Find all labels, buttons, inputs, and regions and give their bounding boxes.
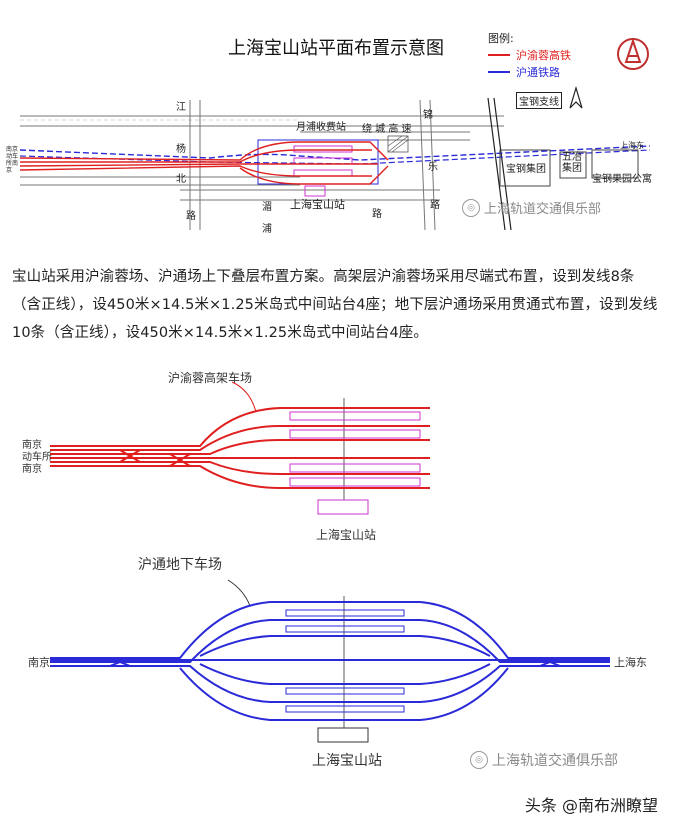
road-jiang-label: 江	[176, 102, 186, 113]
five-metallurgy-label: 五冶集团	[562, 152, 582, 174]
baogang-park-label: 宝钢果园公寓	[592, 174, 652, 185]
watermark-bottom: ◎ 上海轨道交通俱乐部	[470, 750, 618, 770]
railway-logo-icon	[617, 37, 649, 70]
road-yang-label: 杨	[176, 144, 186, 155]
map-station-label: 上海宝山站	[290, 198, 345, 211]
legend-title: 图例:	[488, 32, 514, 45]
legend-label-hyr: 沪渝蓉高铁	[516, 49, 571, 62]
road-lu1-label: 路	[186, 211, 196, 222]
underground-west-label: 南京	[28, 656, 50, 669]
road-lu2-label: 路	[430, 200, 440, 211]
map-title: 上海宝山站平面布置示意图	[228, 38, 444, 59]
source-credit: 头条 @南布洲瞭望	[524, 796, 658, 815]
road-jin-label: 锦	[423, 110, 433, 121]
underground-east-label: 上海东	[614, 656, 647, 669]
underground-station-label: 上海宝山站	[312, 753, 382, 769]
road-pu-label: 浦	[262, 224, 272, 235]
road-run-label: 湄	[262, 202, 272, 213]
watermark-top: ◎ 上海轨道交通俱乐部	[462, 198, 601, 217]
map-shanghai-east-label: 上海东	[620, 141, 644, 150]
road-lu3-label: 路	[372, 209, 382, 220]
legend-blue-line	[488, 71, 510, 73]
wechat-icon: ◎	[462, 198, 480, 217]
legend-label-ht: 沪通铁路	[516, 66, 560, 79]
description-paragraph: 宝山站采用沪渝蓉场、沪通场上下叠层布置方案。高架层沪渝蓉场采用尽端式布置，设到发…	[12, 269, 658, 341]
ring-road-label: 绕 城 高 速	[362, 124, 412, 135]
legend-item-hyr: 沪渝蓉高铁	[488, 47, 571, 63]
elevated-yard-diagram	[50, 381, 430, 515]
baogang-branch-label: 宝钢支线	[516, 92, 562, 109]
north-arrow-icon	[569, 86, 583, 109]
legend-item-ht: 沪通铁路	[488, 64, 560, 80]
legend-red-line	[488, 54, 510, 56]
site-map	[19, 97, 651, 231]
wechat-icon: ◎	[470, 751, 488, 769]
elevated-west-labels: 南京 动车所 南京	[22, 440, 52, 475]
road-jin2-label: 乐	[428, 162, 438, 173]
baogang-group-label: 宝钢集团	[506, 164, 546, 175]
map-west-labels: 南京动车所南京	[6, 146, 19, 174]
underground-yard-label: 沪通地下车场	[138, 557, 222, 573]
toll-label: 月浦收费站	[296, 122, 346, 133]
underground-yard-diagram	[50, 579, 610, 743]
elevated-yard-label: 沪渝蓉高架车场	[168, 371, 253, 385]
road-bei-label: 北	[176, 174, 186, 185]
elevated-station-label: 上海宝山站	[316, 528, 377, 542]
